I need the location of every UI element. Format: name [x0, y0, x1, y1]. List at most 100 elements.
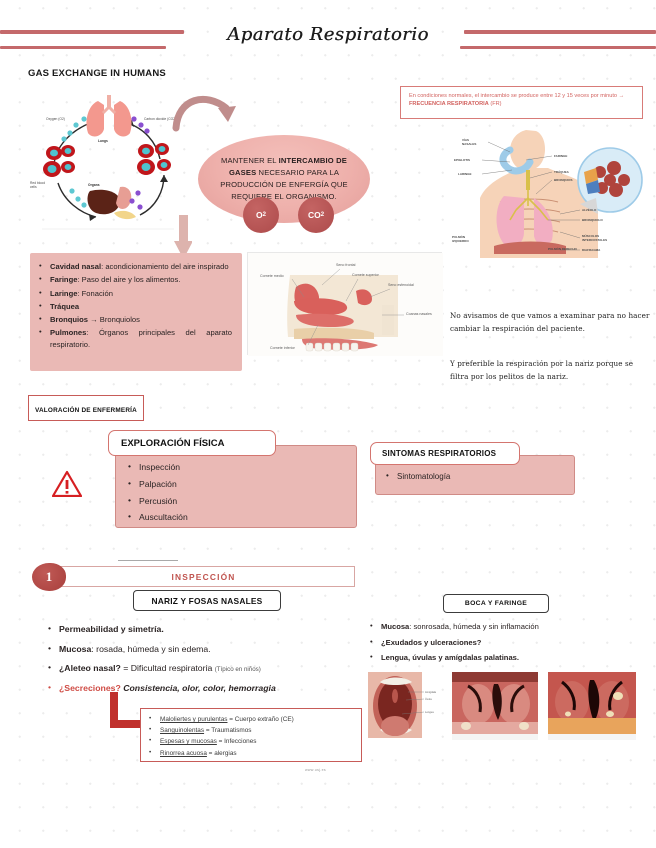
- header-rule-left-top: [0, 30, 184, 34]
- svg-text:LARINGE: LARINGE: [458, 172, 472, 176]
- svg-text:VÍAS: VÍAS: [462, 137, 469, 142]
- svg-text:TRÁQUEA: TRÁQUEA: [554, 169, 570, 174]
- boca-bullet-list: Mucosa: sonrosada, húmeda y sin inflamac…: [370, 618, 645, 666]
- valoracion-enfermeria-tag: VALORACIÓN DE ENFERMERÍA: [28, 395, 144, 421]
- gas-exchange-title: GAS EXCHANGE IN HUMANS: [28, 68, 166, 79]
- nasal-cavity-diagram: Seno frontal Cornete medio Cornete super…: [247, 252, 443, 356]
- header-rule-left-bottom: [0, 46, 166, 49]
- svg-text:Coanas nasales: Coanas nasales: [406, 312, 432, 316]
- down-arrow: [174, 215, 192, 257]
- respiratory-organs-box: Cavidad nasal: acondicionamiento del air…: [30, 253, 242, 371]
- list-item: Mucosa: sonrosada, húmeda y sin inflamac…: [370, 618, 645, 635]
- list-item: ¿Aleteo nasal? = Dificultad respiratoria…: [48, 658, 368, 679]
- curved-arrow-to-oval: [172, 95, 236, 132]
- list-item: Cavidad nasal: acondicionamiento del air…: [39, 260, 232, 273]
- handwritten-note-2: Y preferible la respiración por la nariz…: [450, 359, 634, 381]
- list-item: Sintomatología: [386, 471, 450, 481]
- list-item: Maloliertes y purulentas = Cuerpo extrañ…: [149, 713, 353, 725]
- sintomas-list: Sintomatología: [386, 471, 450, 481]
- exploracion-heading-label: EXPLORACIÓN FÍSICA: [121, 437, 225, 449]
- handwritten-note-1: No avisamos de que vamos a examinar para…: [450, 311, 650, 333]
- fr-note-text: En condiciones normales, el intercambio …: [409, 93, 625, 108]
- respiratory-organs-list: Cavidad nasal: acondicionamiento del air…: [39, 260, 232, 351]
- list-item: Bronquios → Bronquiolos: [39, 313, 232, 326]
- svg-text:EPIGLOTIS: EPIGLOTIS: [454, 158, 470, 162]
- label-carbon-dioxide: Carbon dioxide (CO2): [144, 117, 177, 121]
- exploracion-fisica-list: Inspección Palpación Percusión Auscultac…: [128, 458, 188, 526]
- inspeccion-banner-label: INSPECCIÓN: [171, 571, 236, 582]
- header-rule-right-bottom: [460, 46, 656, 49]
- gas-cycle-arrows: [42, 95, 174, 230]
- gas-exchange-diagram: Oxygen (O2) Carbon dioxide (CO2) Lungs O…: [28, 95, 188, 240]
- boca-faringe-header: BOCA Y FARINGE: [443, 594, 549, 613]
- svg-text:Úvula: Úvula: [425, 696, 432, 701]
- list-item: Tráquea: [39, 300, 232, 313]
- list-item: Rinorrea acuosa = alergias: [149, 747, 353, 759]
- boca-heading-label: BOCA Y FARINGE: [464, 600, 528, 607]
- label-oxygen: Oxygen (O2): [46, 117, 65, 121]
- nariz-heading-label: NARIZ Y FOSAS NASALES: [151, 595, 263, 606]
- label-organs: Organs: [88, 183, 100, 187]
- exploracion-fisica-header: EXPLORACIÓN FÍSICA: [108, 430, 276, 456]
- sintomas-heading-label: SINTOMAS RESPIRATORIOS: [382, 449, 497, 458]
- list-item-secreciones: ¿Secreciones? Consistencia, olor, color,…: [48, 678, 368, 699]
- list-item: Sanguinolentas = Traumatismos: [149, 724, 353, 736]
- list-item: Faringe: Paso del aire y los alimentos.: [39, 273, 232, 286]
- secreciones-detail-box: Maloliertes y purulentas = Cuerpo extrañ…: [140, 708, 362, 762]
- list-item: Espesas y mucosas = Infecciones: [149, 735, 353, 747]
- secreciones-list: Maloliertes y purulentas = Cuerpo extrañ…: [149, 713, 353, 759]
- list-item: Inspección: [128, 458, 188, 476]
- svg-text:PULMÓN: PULMÓN: [452, 234, 465, 239]
- watermark: www.usj.es: [305, 768, 326, 772]
- page-header: Aparato Respiratorio: [0, 22, 656, 62]
- svg-text:INTERCOSTALES: INTERCOSTALES: [582, 238, 607, 242]
- nasal-cavity-illustration: Seno frontal Cornete medio Cornete super…: [248, 253, 443, 356]
- list-item: Permeabilidad y simetría.: [48, 619, 368, 640]
- svg-text:DIAFRAGMA: DIAFRAGMA: [582, 248, 601, 252]
- nariz-bullet-list: Permeabilidad y simetría. Mucosa: rosada…: [48, 619, 368, 699]
- header-rule-right-top: [464, 30, 656, 34]
- valoracion-label: VALORACIÓN DE ENFERMERÍA: [35, 407, 137, 414]
- page-title: Aparato Respiratorio: [227, 24, 429, 45]
- nariz-fosas-nasales-header: NARIZ Y FOSAS NASALES: [133, 590, 281, 611]
- svg-text:NASALES: NASALES: [462, 142, 476, 146]
- oval-text: MANTENER EL INTERCAMBIO DE GASES NECESAR…: [220, 156, 348, 201]
- svg-text:Amígdala: Amígdala: [425, 690, 437, 694]
- svg-text:FARINGE: FARINGE: [554, 154, 567, 158]
- svg-text:Lengua: Lengua: [425, 710, 434, 714]
- label-lungs: Lungs: [98, 139, 108, 143]
- svg-text:Cornete superior: Cornete superior: [352, 273, 380, 277]
- svg-text:BRONQUIOLO: BRONQUIOLO: [582, 218, 603, 222]
- svg-text:IZQUIERDO: IZQUIERDO: [452, 239, 469, 243]
- list-item: Auscultación: [128, 508, 188, 526]
- svg-text:Cornete medio: Cornete medio: [260, 274, 284, 278]
- list-item: Pulmones: Órganos principales del aparat…: [39, 326, 232, 351]
- list-item: Lengua, úvulas y amígdalas palatinas.: [370, 649, 645, 666]
- svg-text:BRONQUIOS: BRONQUIOS: [554, 178, 573, 182]
- list-item: Mucosa: rosada, húmeda y sin edema.: [48, 639, 368, 660]
- list-item: Laringe: Fonación: [39, 287, 232, 300]
- svg-text:PULMÓN DERECHO: PULMÓN DERECHO: [548, 246, 578, 251]
- sintomas-respiratorios-header: SINTOMAS RESPIRATORIOS: [370, 442, 520, 465]
- main-concept-oval: MANTENER EL INTERCAMBIO DE GASES NECESAR…: [198, 135, 370, 223]
- section-number-badge: 1: [32, 563, 66, 591]
- inspeccion-banner: INSPECCIÓN: [52, 566, 355, 587]
- svg-text:Seno frontal: Seno frontal: [336, 263, 356, 267]
- frecuencia-respiratoria-note: En condiciones normales, el intercambio …: [400, 86, 643, 119]
- banner-decorative-lines: [118, 559, 288, 562]
- svg-text:Seno esfenoidal: Seno esfenoidal: [388, 283, 414, 287]
- svg-text:Cornete inferior: Cornete inferior: [270, 346, 296, 350]
- list-item: ¿Exudados y ulceraciones?: [370, 634, 645, 651]
- list-item: Percusión: [128, 492, 188, 510]
- warning-triangle-icon: [52, 470, 82, 497]
- list-item: Palpación: [128, 475, 188, 493]
- section-number: 1: [45, 569, 53, 584]
- svg-text:ALVÉOLO: ALVÉOLO: [582, 207, 597, 212]
